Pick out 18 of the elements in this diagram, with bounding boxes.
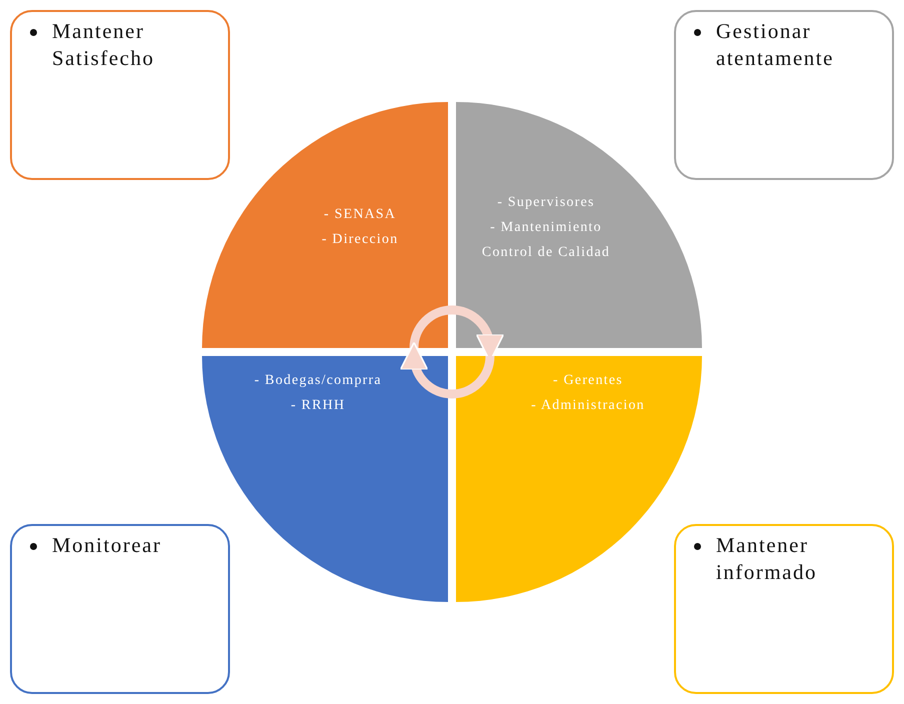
box-heading: Gestionar atentamente (716, 18, 835, 72)
quadrant-text: - RRHH (290, 397, 346, 415)
quadrant-text: - Direccion (322, 231, 398, 249)
quadrant-text: - Administracion (531, 397, 645, 415)
quadrant-text: - Mantenimiento (490, 219, 602, 237)
box-heading: Mantener informado (716, 532, 818, 586)
quadrant-text: - Bodegas/comprra (254, 372, 382, 390)
note-box (674, 524, 894, 694)
quadrant-text: Control de Calidad (482, 244, 610, 262)
quadrant-text: - SENASA (324, 206, 396, 224)
note-box (10, 10, 230, 180)
note-box (10, 524, 230, 694)
note-box (674, 10, 894, 180)
box-heading: Monitorear (52, 532, 162, 559)
quadrant-text: - Gerentes (553, 372, 623, 390)
quadrant-text: - Supervisores (497, 194, 595, 212)
curved-arrow (400, 342, 494, 398)
box-heading: Mantener Satisfecho (52, 18, 156, 72)
